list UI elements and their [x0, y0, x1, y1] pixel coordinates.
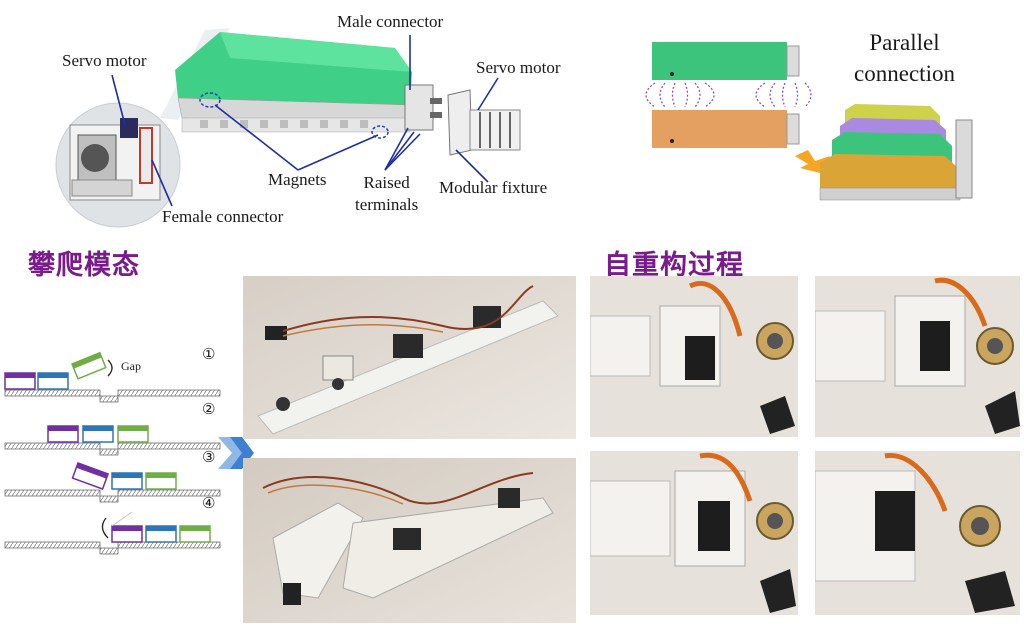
gait-step-1: ①: [202, 347, 216, 363]
label-servo-motor-left: Servo motor: [62, 51, 147, 70]
photo-climbing-1: [243, 276, 576, 439]
gait-step-2: ②: [202, 402, 216, 418]
gait-step-3: ③: [202, 450, 216, 466]
label-servo-motor-right: Servo motor: [476, 58, 561, 77]
label-female-connector: Female connector: [162, 207, 284, 226]
label-magnets: Magnets: [268, 170, 327, 189]
title-reconfiguration-process: 自重构过程: [604, 250, 744, 281]
gait-diagram: [0, 340, 236, 555]
gait-step-4: ④: [202, 496, 216, 512]
photo-reconfig-2: [815, 276, 1020, 437]
label-modular-fixture: Modular fixture: [439, 178, 548, 197]
module-diagram: [0, 0, 600, 235]
label-raised-terminals: Raised terminals: [355, 173, 419, 214]
photo-reconfig-3: [590, 451, 798, 615]
gait-gap-label: Gap: [121, 359, 141, 373]
photo-climbing-2: [243, 458, 576, 623]
title-climbing-mode: 攀爬模态: [28, 250, 140, 281]
label-male-connector: Male connector: [337, 12, 444, 31]
photo-reconfig-4: [815, 451, 1020, 615]
photo-reconfig-1: [590, 276, 798, 437]
parallel-diagram: [640, 28, 1024, 213]
chevron-right-icon: [216, 435, 256, 471]
label-parallel-connection: Parallel connection: [854, 30, 955, 86]
